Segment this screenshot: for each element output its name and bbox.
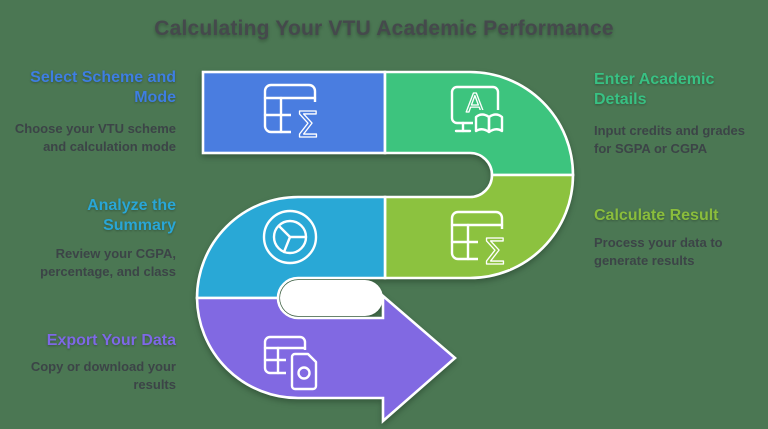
table-sigma-icon: Σ	[263, 83, 323, 147]
pie-chart-icon	[262, 209, 318, 265]
step-description-analyze-summary: Review your CGPA, percentage, and class	[40, 246, 176, 279]
flow-icons: Σ A	[262, 83, 510, 392]
flow-ribbon	[195, 70, 575, 424]
sigma-glyph: Σ	[296, 105, 319, 146]
step-description-calculate-result: Process your data to generate results	[594, 235, 723, 268]
page-title: Calculating Your VTU Academic Performanc…	[154, 17, 614, 40]
step-heading-calculate-result: Calculate Result	[594, 207, 719, 224]
screen-letter-a-book-icon: A	[450, 85, 506, 138]
step-heading-select-scheme-mode: Select Scheme and Mode	[30, 69, 176, 106]
step-description-enter-academic-details: Input credits and grades for SGPA or CGP…	[594, 123, 745, 156]
step-description-export-your-data: Copy or download your results	[30, 359, 176, 392]
step-heading-analyze-summary: Analyze the Summary	[87, 197, 176, 234]
book-right-page	[487, 113, 504, 134]
step-heading-enter-academic-details: Enter Academic Details	[594, 71, 715, 108]
sigma-glyph: Σ	[483, 232, 506, 273]
table-sigma-icon: Σ	[450, 210, 510, 274]
flow-segment-export-data-arrow	[195, 293, 457, 424]
flow-segment-analyze-summary	[195, 195, 387, 300]
flow-gap-notch	[280, 280, 383, 316]
flow-segment-calculate-result	[383, 173, 575, 280]
step-description-select-scheme-mode: Choose your VTU scheme and calculation m…	[14, 121, 176, 154]
step-heading-export-your-data: Export Your Data	[46, 332, 176, 349]
table-lock-icon	[263, 335, 324, 392]
